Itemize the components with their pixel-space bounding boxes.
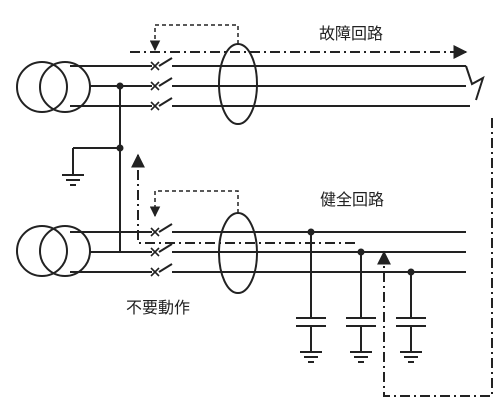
healthy-circuit-label: 健全回路 bbox=[320, 190, 385, 209]
lower-outgoing-lines bbox=[172, 231, 466, 273]
upper-transformer-icon bbox=[16, 61, 91, 113]
fault-circuit-label: 故障回路 bbox=[319, 24, 384, 43]
neutral-earthing bbox=[62, 82, 124, 252]
upper-zct-icon bbox=[218, 43, 258, 125]
upper-feeder-lines bbox=[70, 65, 152, 107]
fault-current-return-path bbox=[377, 118, 493, 397]
fault-current-lower-arrow bbox=[131, 153, 355, 244]
lower-breaker-switches bbox=[150, 223, 173, 277]
upper-relay-path bbox=[149, 24, 239, 52]
lower-relay-path bbox=[149, 190, 239, 218]
lower-feeder-lines bbox=[70, 231, 152, 273]
fault-zigzag-icon bbox=[465, 65, 485, 101]
capacitor-3-icon bbox=[396, 268, 426, 363]
upper-outgoing-lines bbox=[172, 65, 470, 107]
lower-transformer-icon bbox=[16, 225, 91, 277]
no-operation-label: 不要動作 bbox=[126, 298, 191, 317]
capacitor-1-icon bbox=[296, 228, 326, 363]
upper-breaker-switches bbox=[150, 57, 173, 111]
capacitor-2-icon bbox=[346, 248, 376, 363]
